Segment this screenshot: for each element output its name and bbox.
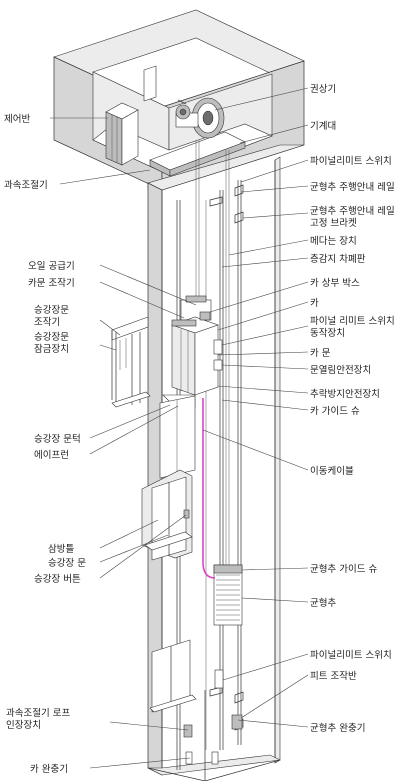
label-door-safety: 문열림안전장치 <box>310 364 371 376</box>
label-cw-buffer: 균형추 완충기 <box>310 723 365 734</box>
labels: 권상기 제어반 기계대 과속조절기 파이널리미트 스위치 균형추 주행안내 레일… <box>4 83 395 775</box>
hoist-ropes <box>195 140 230 565</box>
upper-landing-doors <box>159 395 196 479</box>
lowest-landing <box>149 639 197 713</box>
label-car-door-operator: 카문 조작기 <box>28 278 75 289</box>
label-final-limit-switch-top: 파이널리미트 스위치 <box>310 155 392 167</box>
label-landing-door: 승강장 문 <box>48 558 86 569</box>
label-hanging-device: 메다는 장치 <box>310 235 357 247</box>
label-car-top-box: 카 상부 박스 <box>310 278 360 289</box>
winch <box>175 97 225 139</box>
label-cw-guide-rail: 균형추 주행안내 레일 <box>310 181 395 193</box>
label-counterweight: 균형추 <box>310 598 336 609</box>
landing-door-assembly <box>111 316 151 408</box>
label-car-guide-shoe: 카 가이드 슈 <box>310 406 360 417</box>
label-oil-supply: 오일 공급기 <box>28 261 75 272</box>
label-car-door: 카 문 <box>310 348 331 359</box>
label-control-panel: 제어반 <box>4 114 30 125</box>
label-sensor-shield: 층감지 차폐판 <box>310 253 366 265</box>
traveling-cable <box>202 398 216 579</box>
lower-landing <box>141 469 193 561</box>
label-pit-panel: 피트 조작반 <box>310 671 357 682</box>
leader-lines <box>50 87 309 769</box>
label-apron: 에이프런 <box>34 450 69 461</box>
label-traveling-cable: 이동케이블 <box>310 466 354 477</box>
label-cw-guide-shoe: 균형추 가이드 슈 <box>310 564 377 575</box>
label-fall-protection: 추락방지안전장치 <box>310 388 380 400</box>
control-panel <box>105 102 139 166</box>
label-car-buffer: 카 완충기 <box>30 764 68 775</box>
label-car: 카 <box>310 298 319 309</box>
label-machine-base: 기계대 <box>310 120 336 132</box>
label-jamb: 삼방틀 <box>48 544 74 555</box>
label-landing-sill: 승강장 문턱 <box>34 433 81 445</box>
label-governor: 과속조절기 <box>4 179 48 191</box>
counterweight <box>213 564 243 626</box>
label-final-limit-switch-bottom: 파이널리미트 스위치 <box>310 649 392 661</box>
label-winch: 권상기 <box>310 83 336 95</box>
pit-equipment <box>183 669 243 765</box>
label-landing-button: 승강장 버튼 <box>34 574 81 585</box>
